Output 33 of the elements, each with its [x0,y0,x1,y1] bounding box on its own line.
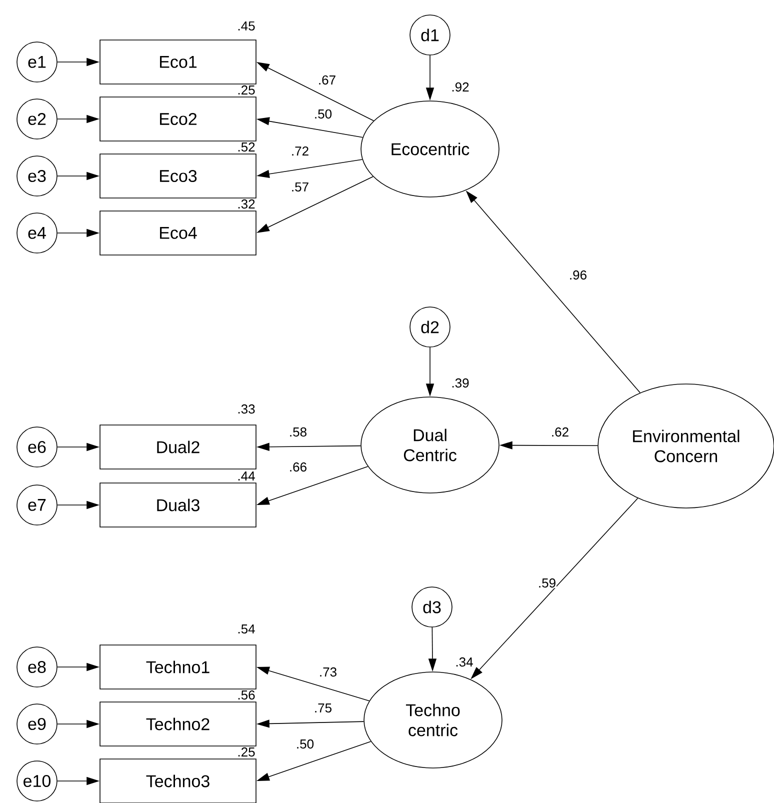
edge-label: .75 [313,702,333,714]
observed-variable-box: Techno2 [100,702,256,746]
observed-variable-box: Eco4 [100,210,256,256]
r-squared-value: .25 [236,746,256,758]
edge-label: .66 [288,462,308,472]
observed-variable-box: Techno3 [100,758,256,803]
edge-label: .50 [313,108,333,120]
observed-variable-box: Dual3 [100,482,256,528]
r-squared-value: .44 [236,471,256,481]
observed-variable-box: Eco1 [100,40,256,84]
r-squared-value: .39 [450,378,470,388]
edge-label: .96 [568,270,588,280]
r-squared-value: .45 [236,20,256,32]
r-squared-value: .25 [236,84,256,96]
edge-label: .72 [290,146,310,156]
edge-label: .58 [288,426,308,438]
r-squared-value: .34 [454,656,474,668]
observed-variable-box: Dual2 [100,424,256,470]
edge-label: .59 [537,578,557,588]
edge-label: .57 [290,182,310,192]
edge-label: .67 [317,74,337,86]
r-squared-value: .33 [236,404,256,414]
r-squared-value: .54 [236,624,256,634]
edge-label: .62 [550,426,570,438]
edge-label: .50 [295,738,315,750]
r-squared-value: .92 [450,82,470,92]
observed-variable-box: Eco2 [100,96,256,142]
r-squared-value: .52 [236,142,256,152]
r-squared-value: .56 [236,690,256,700]
observed-variable-box: Eco3 [100,154,256,198]
observed-variable-box: Techno1 [100,644,256,690]
r-squared-value: .32 [236,198,256,210]
edge-label: .73 [318,666,338,678]
